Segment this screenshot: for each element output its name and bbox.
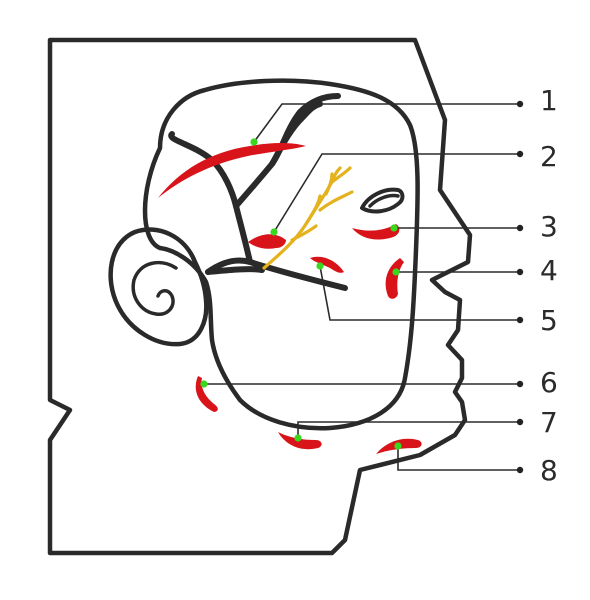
leader-end-marker-8 (516, 466, 524, 474)
leader-dot-1 (250, 138, 258, 146)
leader-line-5 (319, 265, 520, 321)
lymph-node-4 (385, 258, 404, 299)
leader-lines (200, 100, 524, 474)
leader-dot-2 (270, 228, 278, 236)
leader-line-7 (297, 421, 520, 438)
leader-end-marker-4 (516, 268, 524, 276)
leader-end-marker-3 (516, 224, 524, 232)
occipital-vessel-branch (168, 131, 215, 163)
leader-end-marker-6 (516, 380, 524, 388)
facial-vessel-branch (209, 157, 253, 265)
label-6: 6 (540, 366, 558, 399)
ear-inner-fold (131, 260, 178, 316)
vessels (168, 93, 348, 291)
leader-line-1 (253, 103, 520, 143)
leader-end-marker-5 (516, 316, 524, 324)
label-2: 2 (540, 140, 558, 173)
leader-line-2 (273, 153, 520, 233)
face-region (142, 78, 420, 431)
lymph-node-2 (248, 234, 286, 249)
label-1: 1 (540, 84, 558, 117)
label-4: 4 (540, 254, 558, 287)
leader-end-marker-7 (516, 418, 524, 426)
lymph-node-5 (310, 256, 344, 273)
lower-vessel-branch (205, 266, 265, 275)
eye-lid (368, 193, 400, 208)
leader-line-8 (397, 446, 520, 471)
label-7: 7 (540, 406, 558, 439)
number-labels: 1 2 3 4 5 6 7 8 (540, 84, 558, 487)
leader-end-marker-2 (516, 150, 524, 158)
leader-end-marker-1 (516, 100, 524, 108)
lymph-node-1 (158, 143, 306, 198)
leader-dot-4 (392, 268, 400, 276)
head-profile-silhouette (47, 37, 473, 556)
leader-dot-6 (200, 380, 208, 388)
leader-dot-8 (394, 442, 402, 450)
ear (108, 227, 209, 347)
leader-dot-7 (294, 434, 302, 442)
eye (360, 187, 405, 214)
upper-temporal-branch (269, 101, 323, 167)
facial-nerve (262, 166, 354, 270)
lymph-node-6 (195, 376, 218, 412)
leader-dot-3 (390, 224, 398, 232)
label-3: 3 (540, 210, 558, 243)
leader-dot-5 (316, 262, 324, 270)
label-5: 5 (540, 304, 558, 337)
lymph-node-3 (352, 224, 400, 240)
label-8: 8 (540, 454, 558, 487)
